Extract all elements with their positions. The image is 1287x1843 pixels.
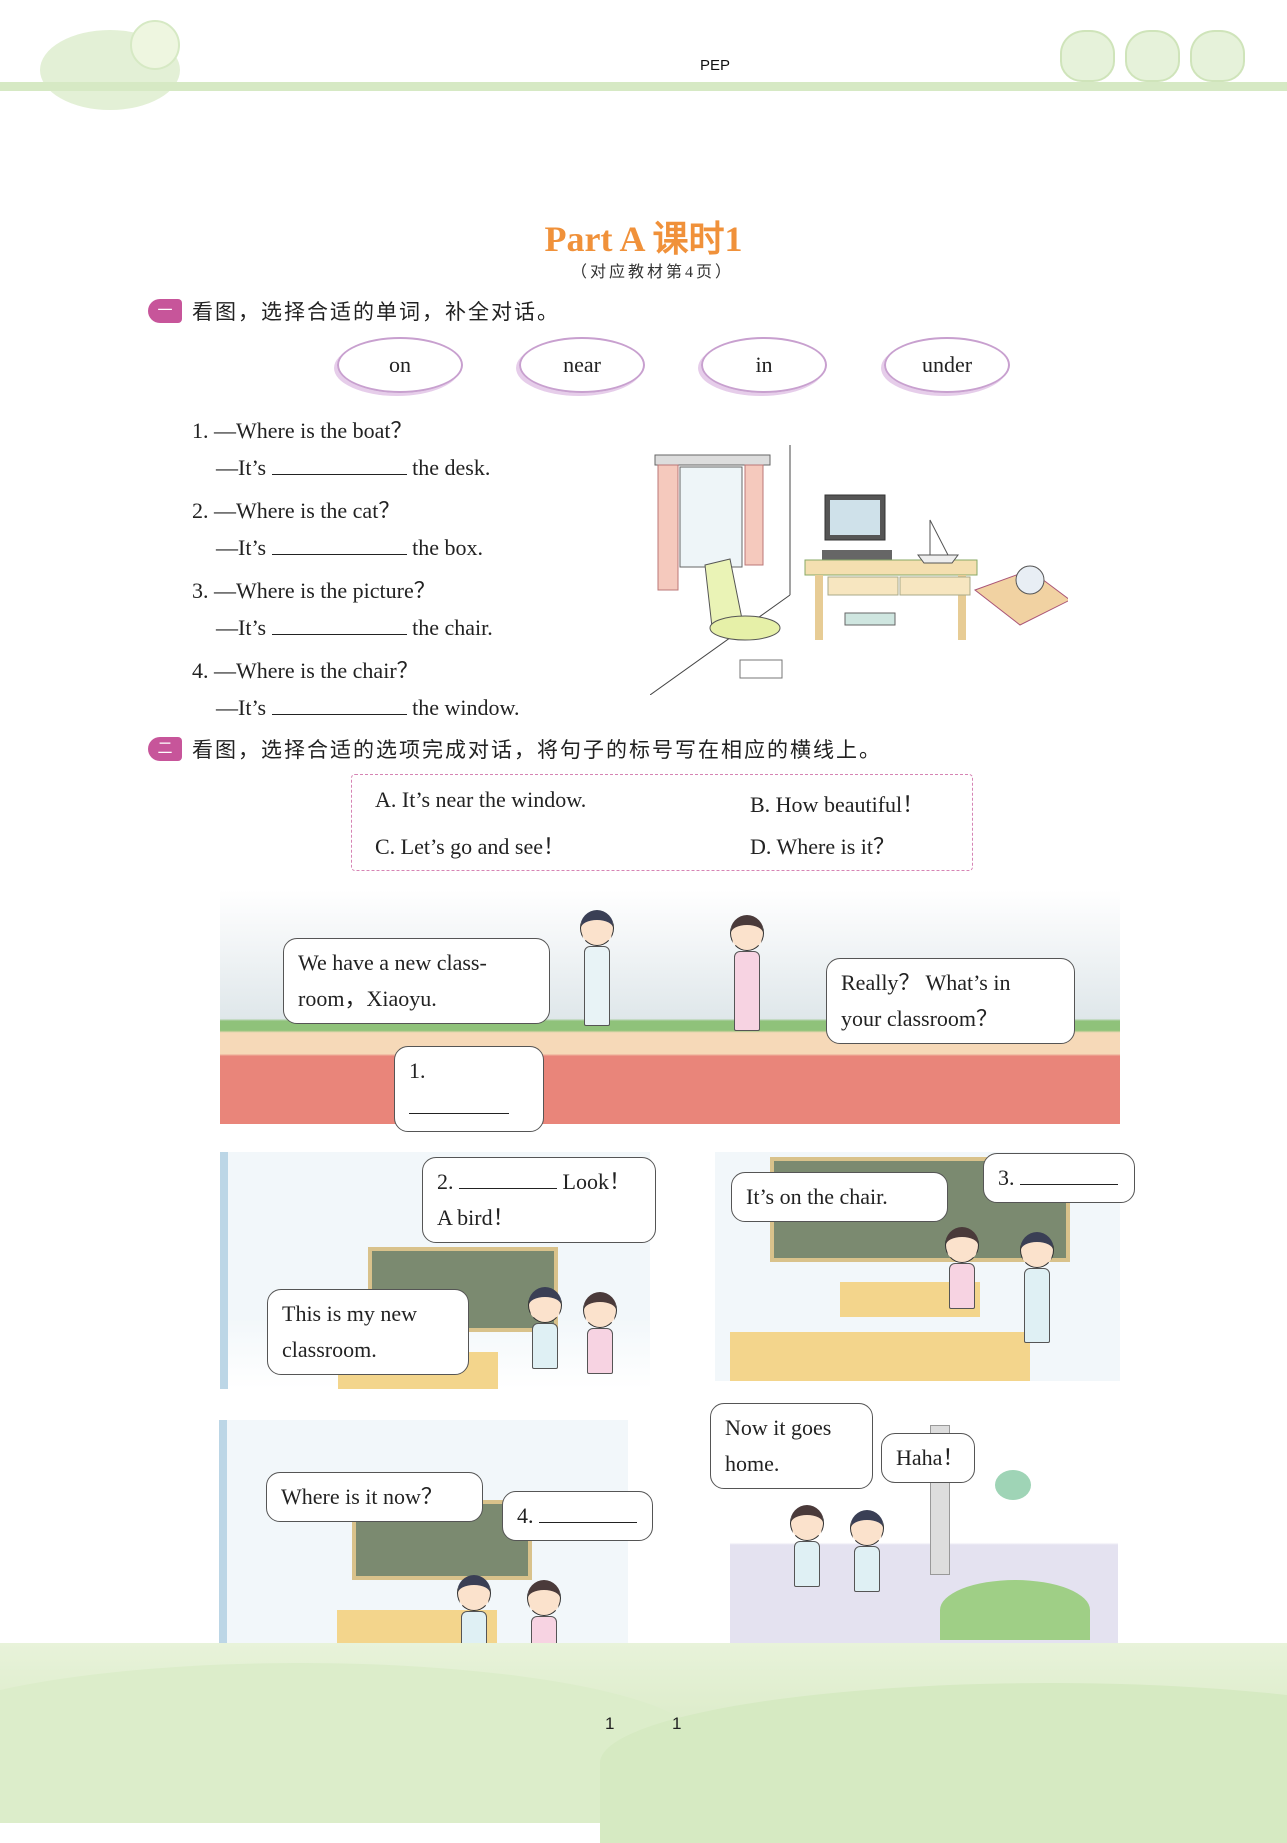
speech-bubble: Where is it now？ bbox=[266, 1472, 483, 1522]
answer-blank[interactable] bbox=[409, 1092, 509, 1114]
section1-instruction: 看图，选择合适的单词，补全对话。 bbox=[192, 300, 560, 324]
answer-bubble-3: 3. bbox=[983, 1153, 1135, 1203]
question-2: 2. —Where is the cat？ bbox=[192, 498, 401, 523]
section2-instruction: 看图，选择合适的选项完成对话，将句子的标号写在相应的横线上。 bbox=[192, 738, 882, 762]
answer-blank[interactable] bbox=[271, 533, 407, 555]
option-a: A. It’s near the window. bbox=[375, 787, 587, 812]
speech-bubble: Haha！ bbox=[881, 1433, 975, 1483]
question-1: 1. —Where is the boat？ bbox=[192, 418, 413, 443]
page-number-right: 1 bbox=[672, 1714, 682, 1733]
answer-blank[interactable] bbox=[459, 1167, 557, 1189]
page-title: Part A 课时1 bbox=[544, 219, 743, 259]
footer-hills bbox=[0, 1643, 1287, 1843]
answer-1: —It’s the desk. bbox=[216, 453, 491, 480]
girl-figure bbox=[730, 915, 764, 1031]
speech-bubble: We have a new class-room，Xiaoyu. bbox=[283, 938, 550, 1024]
answer-bubble-2: 2. Look！A bird！ bbox=[422, 1157, 656, 1243]
answer-2: —It’s the box. bbox=[216, 533, 484, 560]
room-illustration bbox=[650, 445, 1068, 695]
word-option: near bbox=[519, 337, 645, 393]
section-badge: 一 bbox=[148, 299, 182, 323]
desks bbox=[730, 1332, 1030, 1381]
answer-blank[interactable] bbox=[271, 613, 407, 635]
header-label: PEP bbox=[700, 57, 731, 74]
header-divider bbox=[0, 82, 1287, 91]
answer-blank[interactable] bbox=[539, 1501, 637, 1523]
section-badge: 二 bbox=[148, 737, 182, 761]
word-option: in bbox=[701, 337, 827, 393]
animal-decoration bbox=[1060, 30, 1250, 85]
answer-bubble-4: 4. bbox=[502, 1491, 653, 1541]
sun-decoration bbox=[130, 20, 180, 70]
option-b: B. How beautiful！ bbox=[750, 792, 925, 817]
word-option: on bbox=[337, 337, 463, 393]
question-3: 3. —Where is the picture？ bbox=[192, 578, 436, 603]
options-box: A. It’s near the window. B. How beautifu… bbox=[351, 774, 973, 871]
answer-4: —It’s the window. bbox=[216, 693, 520, 720]
section1-header: 一 看图，选择合适的单词，补全对话。 bbox=[148, 296, 560, 326]
question-4: 4. —Where is the chair？ bbox=[192, 658, 419, 683]
bird bbox=[995, 1470, 1031, 1500]
answer-bubble-1: 1. bbox=[394, 1046, 544, 1132]
page-number-left: 1 bbox=[605, 1714, 615, 1733]
speech-bubble: It’s on the chair. bbox=[731, 1172, 948, 1222]
answer-blank[interactable] bbox=[1020, 1163, 1118, 1185]
word-option: under bbox=[884, 337, 1010, 393]
answer-blank[interactable] bbox=[271, 453, 407, 475]
option-c: C. Let’s go and see！ bbox=[375, 834, 566, 859]
page-subtitle: （对应教材第4页） bbox=[570, 264, 734, 281]
section2-header: 二 看图，选择合适的选项完成对话，将句子的标号写在相应的横线上。 bbox=[148, 734, 882, 764]
answer-blank[interactable] bbox=[271, 693, 407, 715]
option-d: D. Where is it？ bbox=[750, 834, 896, 859]
boy-figure bbox=[580, 910, 614, 1026]
answer-3: —It’s the chair. bbox=[216, 613, 493, 640]
bush bbox=[940, 1580, 1090, 1640]
